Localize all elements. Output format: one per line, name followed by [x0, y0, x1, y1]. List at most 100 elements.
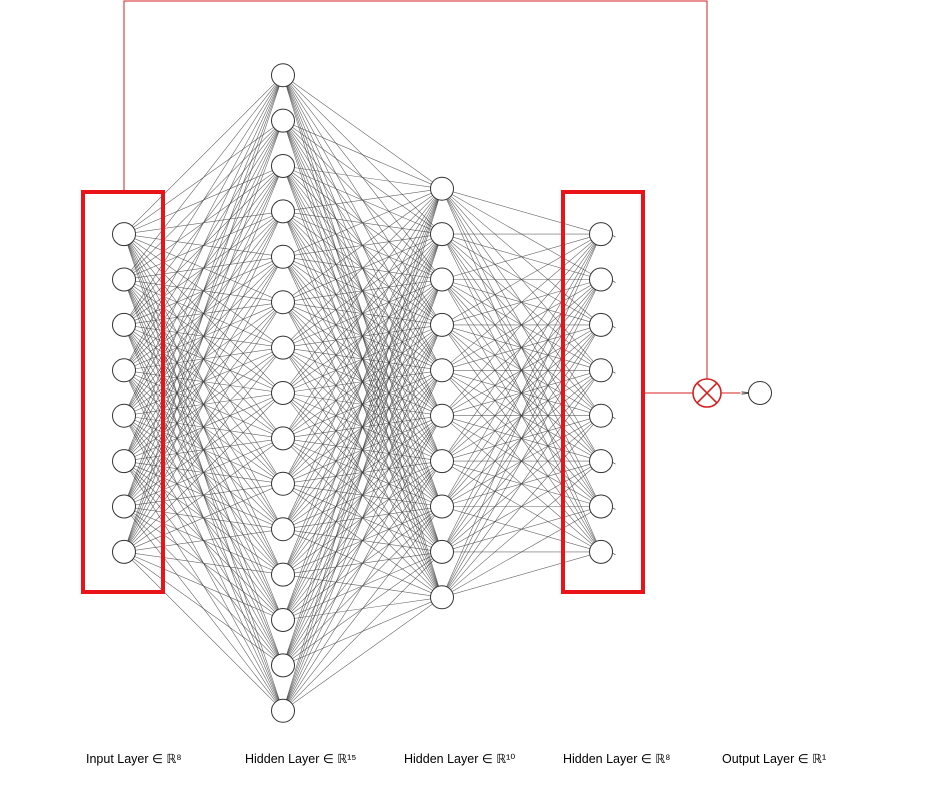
- connection-edge: [123, 551, 284, 575]
- neuron-node: [271, 562, 295, 587]
- connection-edge: [123, 120, 284, 553]
- neuron-node: [271, 108, 295, 133]
- connection-edge: [282, 370, 443, 711]
- neuron-node: [271, 698, 295, 723]
- connection-edge: [282, 165, 443, 189]
- neuron-node: [112, 222, 136, 247]
- connection-edge: [282, 188, 443, 394]
- neuron-node: [748, 381, 772, 405]
- connection-edge: [123, 438, 284, 553]
- neuron-node: [430, 449, 454, 474]
- connection-edge: [441, 233, 602, 598]
- neuron-node: [271, 517, 295, 542]
- connection-edge: [282, 120, 443, 189]
- neuron-node: [430, 267, 454, 292]
- connection-edge: [282, 188, 443, 711]
- connection-edge: [282, 188, 443, 530]
- connection-edge: [123, 302, 284, 553]
- connection-edge: [441, 415, 602, 598]
- neuron-node: [430, 494, 454, 519]
- connection-edge: [441, 324, 602, 598]
- connection-edge: [441, 188, 602, 235]
- neuron-node: [112, 312, 136, 337]
- neuron-node: [430, 539, 454, 564]
- connection-edge: [441, 551, 602, 598]
- connection-edge: [441, 460, 602, 598]
- connection-edge: [282, 506, 443, 711]
- connection-edge: [282, 188, 443, 484]
- hidden-layer-3-label: Hidden Layer ∈ ℝ⁸: [563, 752, 671, 766]
- connection-edge: [123, 551, 284, 666]
- connection-edge: [123, 528, 284, 553]
- neuron-node: [271, 290, 295, 315]
- connection-edge: [441, 233, 602, 371]
- multiply-cross-stroke: [696, 382, 718, 404]
- connection-edge: [123, 211, 284, 553]
- neuron-node: [271, 608, 295, 632]
- connection-edge: [282, 460, 443, 711]
- neuron-node: [589, 267, 613, 292]
- skip-connection-overlay: [81, 0, 741, 594]
- connection-edge: [123, 551, 284, 621]
- connection-edge: [123, 347, 284, 553]
- connection-edge: [123, 75, 284, 326]
- connection-edge: [282, 188, 443, 303]
- neuron-node: [271, 244, 295, 269]
- neuron-node: [430, 176, 454, 201]
- neuron-node: [271, 154, 295, 178]
- neuron-nodes: [112, 63, 772, 723]
- connection-edge: [123, 74, 284, 235]
- connection-edge: [441, 233, 602, 416]
- hidden-layer-1-label: Hidden Layer ∈ ℝ¹⁵: [245, 752, 357, 766]
- skip-connection-line: [123, 0, 708, 379]
- neuron-node: [112, 449, 136, 474]
- neuron-node: [589, 403, 613, 428]
- connection-edge: [441, 279, 602, 598]
- connection-edge: [441, 233, 602, 507]
- connection-edge: [282, 279, 443, 711]
- connection-edge: [282, 188, 443, 258]
- neuron-node: [271, 471, 295, 496]
- neuron-node: [589, 539, 613, 564]
- connection-edge: [282, 597, 443, 712]
- connection-edges: [123, 74, 749, 712]
- input-layer-highlight-box: [81, 190, 165, 594]
- neuron-node: [271, 199, 295, 224]
- connection-edge: [123, 392, 284, 553]
- connection-edge: [441, 506, 602, 598]
- connection-edge: [282, 324, 443, 711]
- neuron-node: [430, 585, 454, 610]
- connection-edge: [282, 188, 443, 439]
- edge-stub: [741, 393, 749, 395]
- hidden-layer-3-highlight-box: [561, 190, 645, 594]
- neuron-node: [112, 403, 136, 428]
- connection-edge: [123, 483, 284, 553]
- output-layer-label: Output Layer ∈ ℝ¹: [722, 752, 827, 766]
- neuron-node: [271, 653, 295, 678]
- neuron-node: [112, 539, 136, 564]
- connection-edge: [123, 165, 284, 553]
- connection-edge: [123, 75, 284, 280]
- connection-edge: [123, 75, 284, 462]
- neuron-node: [430, 403, 454, 428]
- connection-edge: [441, 370, 602, 598]
- input-layer-label: Input Layer ∈ ℝ⁸: [86, 752, 182, 766]
- hidden-layer-2-label: Hidden Layer ∈ ℝ¹⁰: [404, 752, 516, 766]
- connection-edge: [282, 234, 443, 711]
- neuron-node: [589, 449, 613, 474]
- neuron-node: [430, 312, 454, 337]
- neuron-node: [271, 426, 295, 451]
- connection-edge: [123, 551, 284, 712]
- connection-edge: [123, 75, 284, 371]
- neuron-node: [112, 358, 136, 383]
- connection-edge: [441, 233, 602, 280]
- connection-edge: [282, 188, 443, 348]
- connection-edge: [123, 75, 284, 416]
- neuron-node: [112, 267, 136, 292]
- neuron-node: [271, 381, 295, 405]
- connection-edge: [441, 233, 602, 553]
- neuron-node: [430, 222, 454, 247]
- connection-edge: [123, 75, 284, 552]
- connection-edge: [282, 188, 443, 575]
